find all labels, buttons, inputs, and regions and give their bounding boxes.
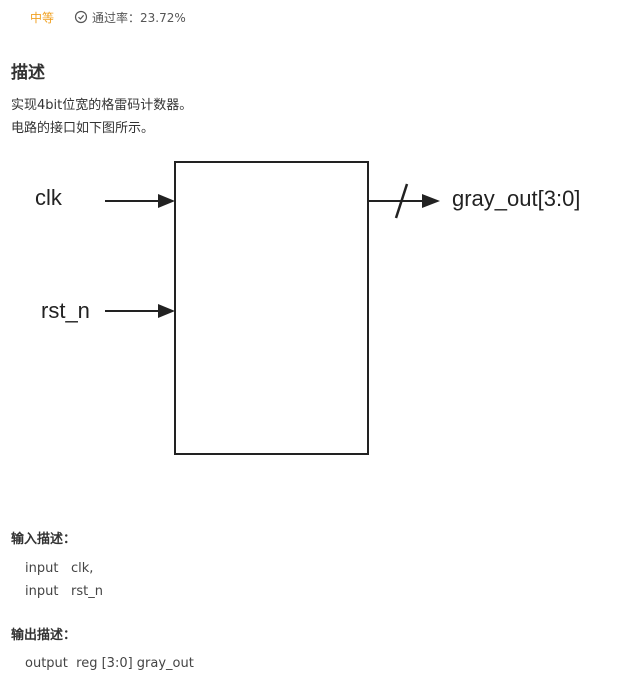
input-heading: 输入描述：: [11, 532, 77, 547]
input-keyword: input: [25, 561, 59, 576]
input-keyword: input: [25, 584, 59, 599]
description-line-2: 电路的接口如下图所示。: [11, 121, 155, 136]
pass-rate: 通过率：23.72%: [74, 9, 186, 26]
clk-arrow-head: [158, 194, 175, 208]
output-signal: reg [3:0] gray_out: [76, 656, 194, 671]
difficulty-badge: 中等: [30, 10, 55, 25]
module-box: [174, 161, 369, 455]
output-keyword: output: [25, 656, 68, 671]
input-signal: rst_n: [71, 584, 103, 599]
output-heading: 输出描述：: [11, 628, 77, 643]
input-line-2: input rst_n: [25, 584, 103, 599]
rst-n-arrow-head: [158, 304, 175, 318]
interface-diagram: clk rst_n gray_out[3:0]: [35, 161, 580, 455]
input-signal: clk,: [71, 561, 94, 576]
pass-rate-text: 通过率：23.72%: [92, 10, 186, 25]
problem-meta-row: 中等 通过率：23.72%: [30, 8, 186, 26]
input-label-rst-n: rst_n: [41, 298, 90, 323]
output-line-1: output reg [3:0] gray_out: [25, 656, 194, 671]
output-label-gray-out: gray_out[3:0]: [452, 186, 580, 211]
description-heading: 描述: [11, 63, 45, 83]
description-line-1: 实现4bit位宽的格雷码计数器。: [11, 98, 193, 113]
input-line-1: input clk,: [25, 561, 93, 576]
check-circle-icon: [74, 10, 88, 24]
input-label-clk: clk: [35, 185, 63, 210]
bus-width-slash: [394, 183, 409, 219]
output-arrow-head: [422, 194, 440, 208]
